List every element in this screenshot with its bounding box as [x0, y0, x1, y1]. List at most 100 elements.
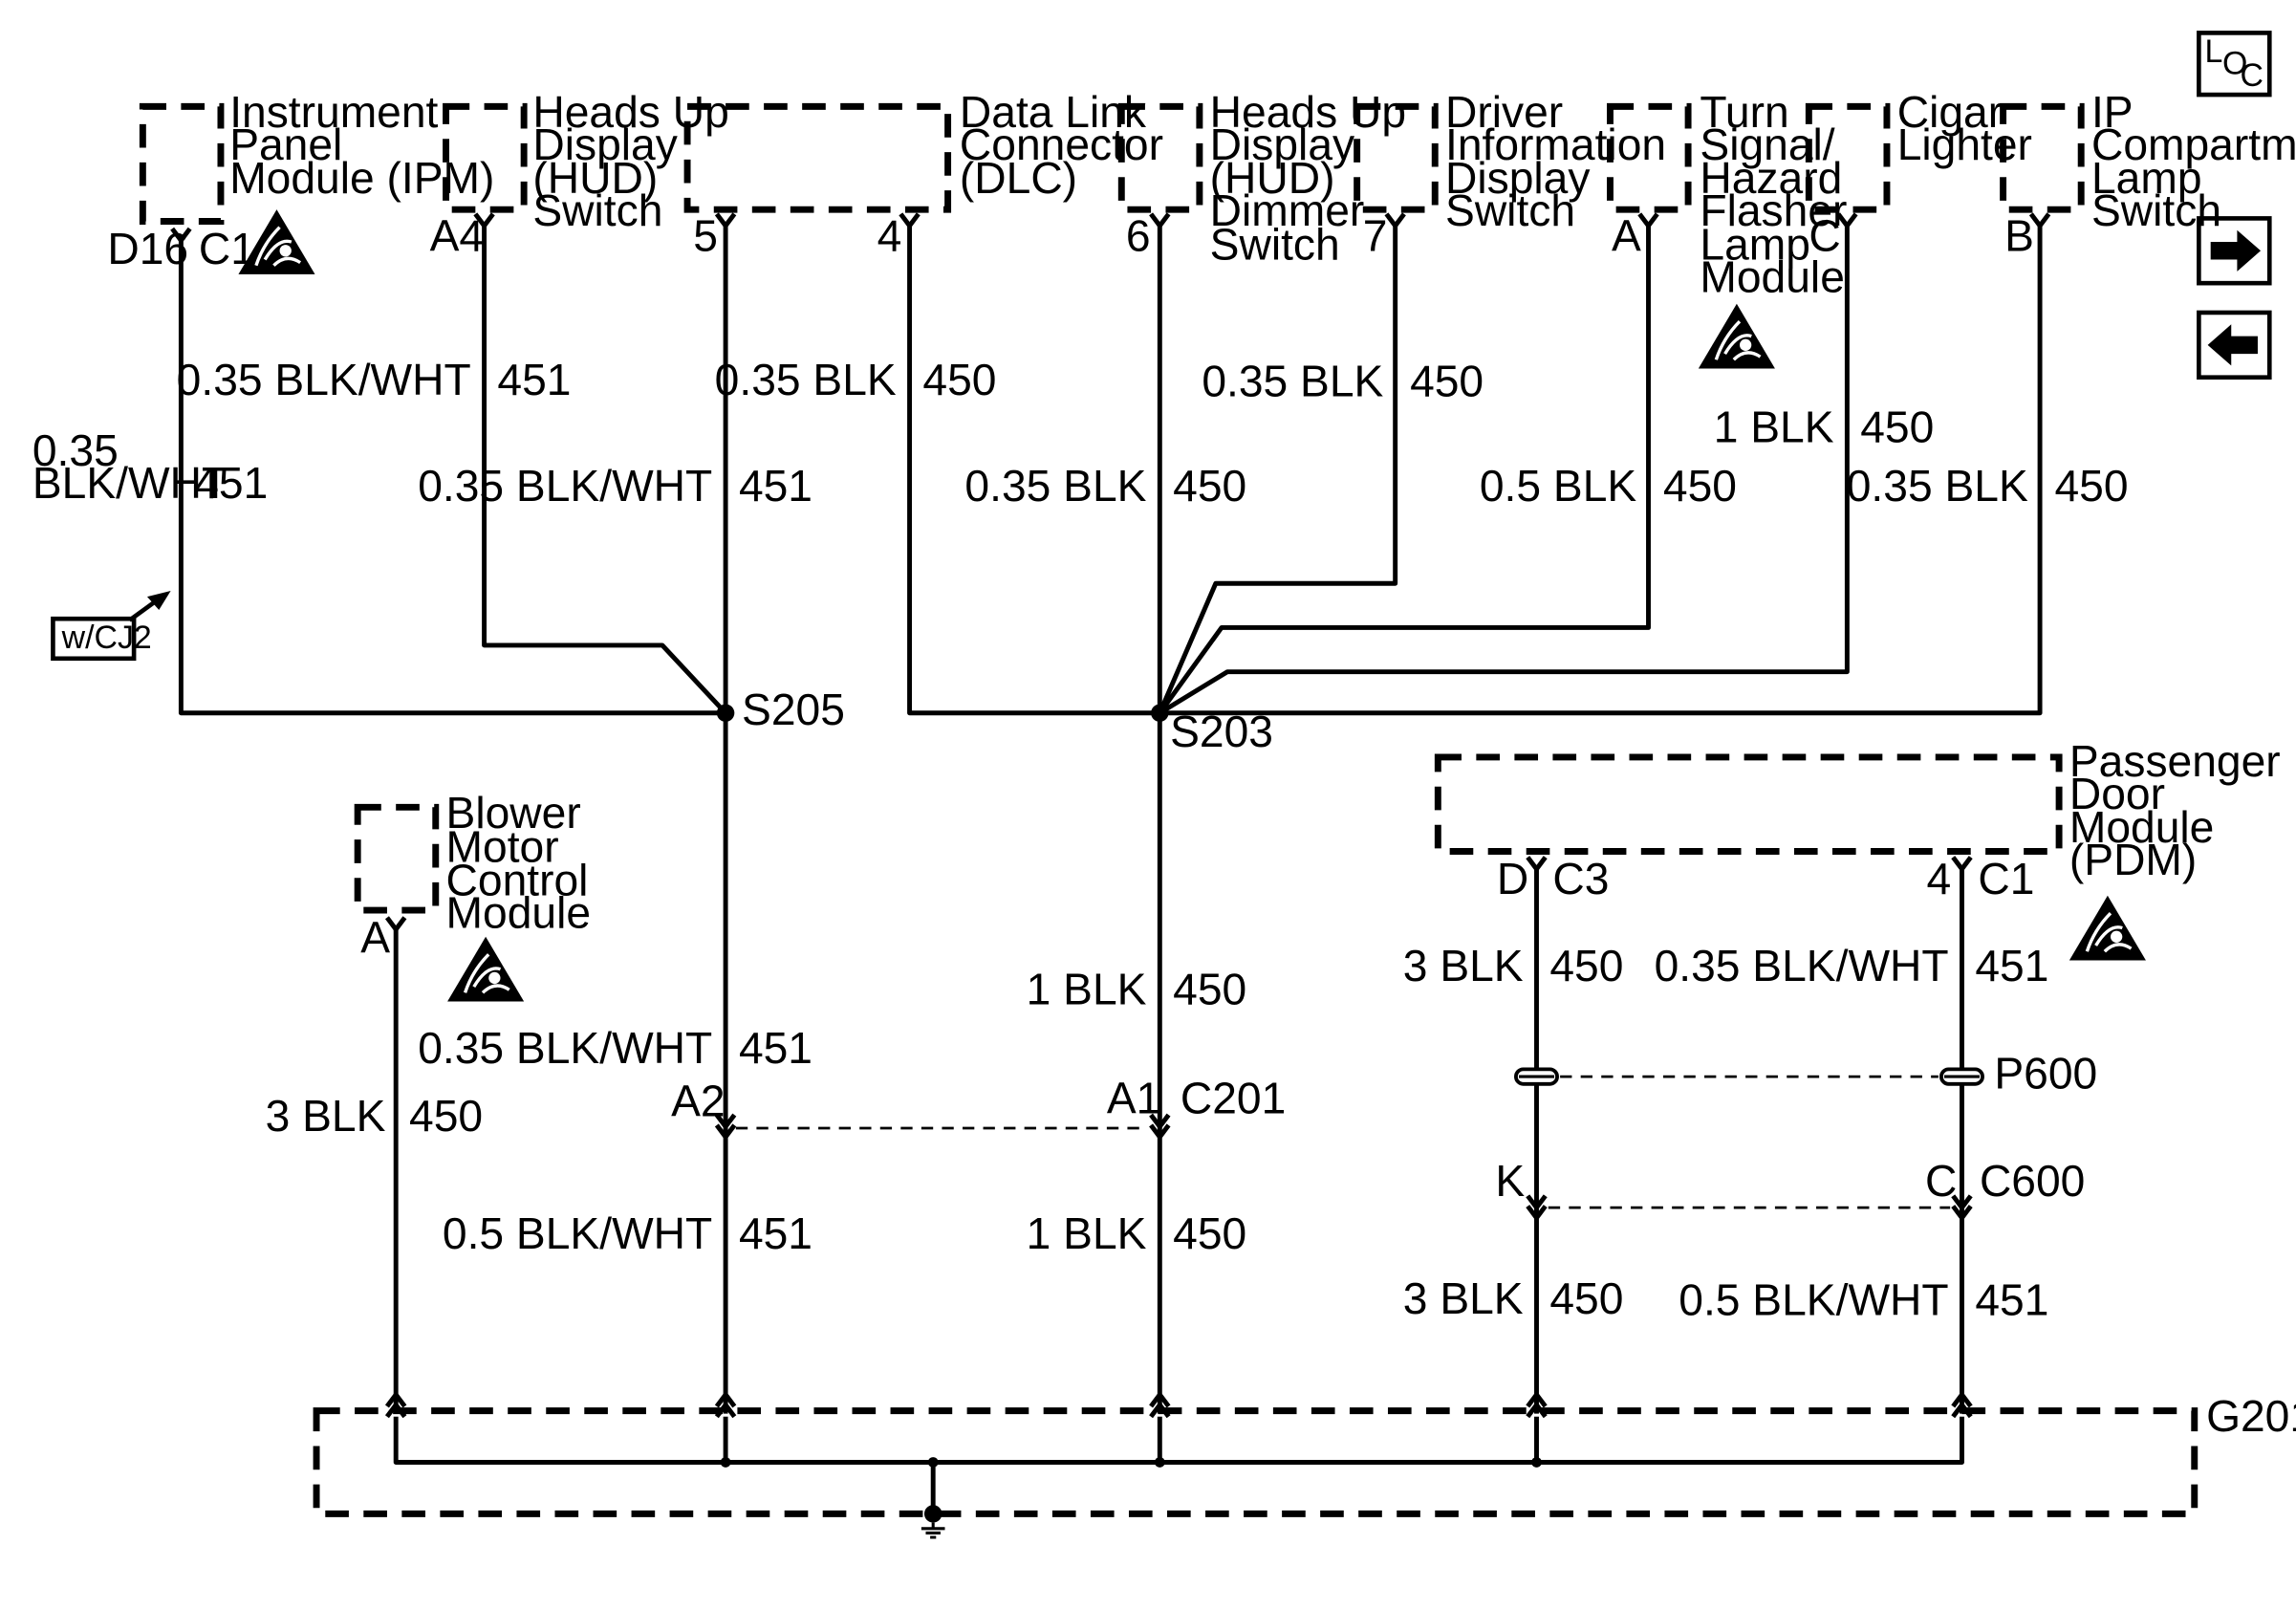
- svg-text:0.35 BLK: 0.35 BLK: [1847, 461, 2028, 511]
- pdm-module: Passenger Door Module (PDM) D C3 4 C1 3 …: [1403, 736, 2293, 1414]
- svg-text:6: 6: [1126, 210, 1151, 260]
- dic-label: Driver Information Display Switch: [1445, 87, 1679, 235]
- turn-signal-label: Turn Signal/ Hazard Flasher Lamp Module: [1700, 87, 1859, 301]
- svg-text:451: 451: [1975, 941, 2048, 990]
- ipm-label: Instrument Panel Module (IPM): [229, 87, 494, 203]
- svg-text:P600: P600: [1994, 1048, 2097, 1098]
- svg-text:0.5 BLK/WHT: 0.5 BLK/WHT: [1679, 1275, 1948, 1325]
- svg-text:C3: C3: [1552, 854, 1609, 903]
- top-pin-labels: D16 C1 A4 5 4 6 7 A C B: [107, 210, 2034, 273]
- g201-label: G201: [2206, 1391, 2296, 1441]
- svg-text:0.35 BLK/WHT: 0.35 BLK/WHT: [1655, 941, 1949, 990]
- blower-module: Blower Motor Control Module A 3 BLK 450: [266, 788, 601, 1414]
- g201-ground: G201: [313, 1391, 2296, 1539]
- svg-text:450: 450: [1549, 1273, 1623, 1323]
- svg-text:450: 450: [1173, 461, 1246, 511]
- svg-text:L: L: [2205, 33, 2223, 70]
- svg-text:0.35: 0.35: [32, 425, 119, 475]
- dic-module: Driver Information Display Switch: [1354, 87, 1679, 235]
- svg-text:5: 5: [693, 210, 718, 260]
- svg-text:4: 4: [877, 210, 902, 260]
- ipm-module: Instrument Panel Module (IPM): [139, 87, 494, 276]
- svg-text:w/CJ2: w/CJ2: [61, 620, 152, 656]
- dlc-label: Data Link Connector (DLC): [960, 87, 1176, 203]
- c201-connector: A2 A1 C201: [671, 1074, 1286, 1140]
- svg-text:3 BLK: 3 BLK: [1403, 941, 1524, 990]
- svg-text:0.5 BLK/WHT: 0.5 BLK/WHT: [443, 1208, 712, 1258]
- top-wire-labels: 0.35 BLK/WHT 451 0.35 BLK/WHT 451 0.35 B…: [32, 355, 2129, 511]
- mid-wire-labels: 0.35 BLK/WHT 451 1 BLK 450 0.5 BLK/WHT 4…: [418, 965, 1246, 1259]
- svg-text:A4: A4: [430, 210, 485, 260]
- svg-text:450: 450: [1173, 1208, 1246, 1258]
- svg-text:C1: C1: [199, 224, 255, 273]
- svg-text:0.35 BLK: 0.35 BLK: [715, 355, 897, 404]
- hud-dimmer-module: Heads Up Display (HUD) Dimmer Switch: [1117, 87, 1419, 270]
- esd-sensitive-icon: [1697, 302, 1777, 371]
- svg-text:B: B: [2004, 210, 2034, 260]
- svg-text:451: 451: [739, 1023, 812, 1073]
- p600-connector: P600: [1514, 1048, 2097, 1098]
- s203-splice: [1151, 704, 1169, 723]
- c600-connector: K C C600 3 BLK 450 0.5 BLK/WHT 451: [1403, 1156, 2086, 1325]
- svg-text:A1: A1: [1107, 1074, 1160, 1123]
- dlc-module: Data Link Connector (DLC): [683, 87, 1176, 213]
- turn-signal-module: Turn Signal/ Hazard Flasher Lamp Module: [1607, 87, 1859, 371]
- svg-text:A: A: [360, 913, 390, 963]
- svg-text:C201: C201: [1180, 1074, 1286, 1123]
- cigar-lighter-module: Cigar Lighter: [1805, 87, 2032, 213]
- svg-text:1 BLK: 1 BLK: [1027, 965, 1147, 1014]
- cigar-lighter-label: Cigar Lighter: [1897, 87, 2032, 169]
- ground-symbol-icon: [921, 1522, 945, 1539]
- svg-text:451: 451: [739, 461, 812, 511]
- svg-text:C: C: [2240, 57, 2263, 94]
- loc-icon[interactable]: L O C: [2197, 31, 2272, 98]
- svg-text:451: 451: [497, 355, 571, 404]
- previous-page-arrow-icon[interactable]: [2197, 310, 2272, 381]
- next-page-arrow-icon[interactable]: [2197, 216, 2272, 286]
- s203-label: S203: [1170, 707, 1273, 756]
- svg-text:A2: A2: [671, 1077, 726, 1126]
- svg-text:4: 4: [1927, 854, 1952, 903]
- option-tag-wcj2: w/CJ2: [51, 590, 171, 662]
- svg-text:BLK/WHT: BLK/WHT: [32, 458, 228, 508]
- hud-dimmer-label: Heads Up Display (HUD) Dimmer Switch: [1210, 87, 1419, 270]
- svg-text:450: 450: [1663, 461, 1737, 511]
- svg-text:D: D: [1497, 854, 1528, 903]
- svg-text:3 BLK: 3 BLK: [266, 1091, 386, 1141]
- svg-text:C: C: [1809, 210, 1840, 260]
- svg-text:0.35 BLK: 0.35 BLK: [1202, 357, 1383, 406]
- svg-text:C1: C1: [1978, 854, 2034, 903]
- svg-text:451: 451: [1975, 1275, 2048, 1325]
- svg-text:0.35 BLK: 0.35 BLK: [964, 461, 1146, 511]
- svg-text:450: 450: [409, 1091, 483, 1141]
- svg-text:O: O: [2222, 46, 2247, 82]
- ip-lamp-switch-module: IP Compartment Lamp Switch: [2000, 87, 2296, 235]
- svg-text:450: 450: [1410, 357, 1484, 406]
- svg-text:450: 450: [1549, 941, 1623, 990]
- svg-text:450: 450: [1860, 402, 1934, 451]
- svg-text:451: 451: [739, 1208, 812, 1258]
- svg-text:0.5 BLK: 0.5 BLK: [1480, 461, 1637, 511]
- svg-text:450: 450: [2054, 461, 2128, 511]
- svg-text:K: K: [1495, 1156, 1525, 1206]
- svg-text:3 BLK: 3 BLK: [1403, 1273, 1524, 1323]
- svg-text:1 BLK: 1 BLK: [1027, 1208, 1147, 1258]
- blower-label: Blower Motor Control Module: [446, 788, 601, 938]
- svg-text:450: 450: [922, 355, 996, 404]
- ip-lamp-switch-label: IP Compartment Lamp Switch: [2091, 87, 2296, 235]
- svg-text:451: 451: [194, 458, 268, 508]
- s205-splice: [716, 704, 735, 723]
- esd-sensitive-icon: [445, 935, 526, 1004]
- svg-text:1 BLK: 1 BLK: [1714, 402, 1834, 451]
- svg-text:C: C: [1925, 1156, 1957, 1206]
- svg-text:0.35 BLK/WHT: 0.35 BLK/WHT: [418, 1023, 712, 1073]
- s205-label: S205: [742, 685, 845, 734]
- hud-switch-module: Heads Up Display (HUD) Switch: [443, 87, 741, 235]
- pdm-label: Passenger Door Module (PDM): [2069, 736, 2293, 884]
- svg-text:450: 450: [1173, 965, 1246, 1014]
- svg-text:C600: C600: [1980, 1156, 2085, 1206]
- svg-text:A: A: [1612, 210, 1641, 260]
- svg-text:7: 7: [1363, 210, 1388, 260]
- hud-switch-label: Heads Up Display (HUD) Switch: [532, 87, 741, 235]
